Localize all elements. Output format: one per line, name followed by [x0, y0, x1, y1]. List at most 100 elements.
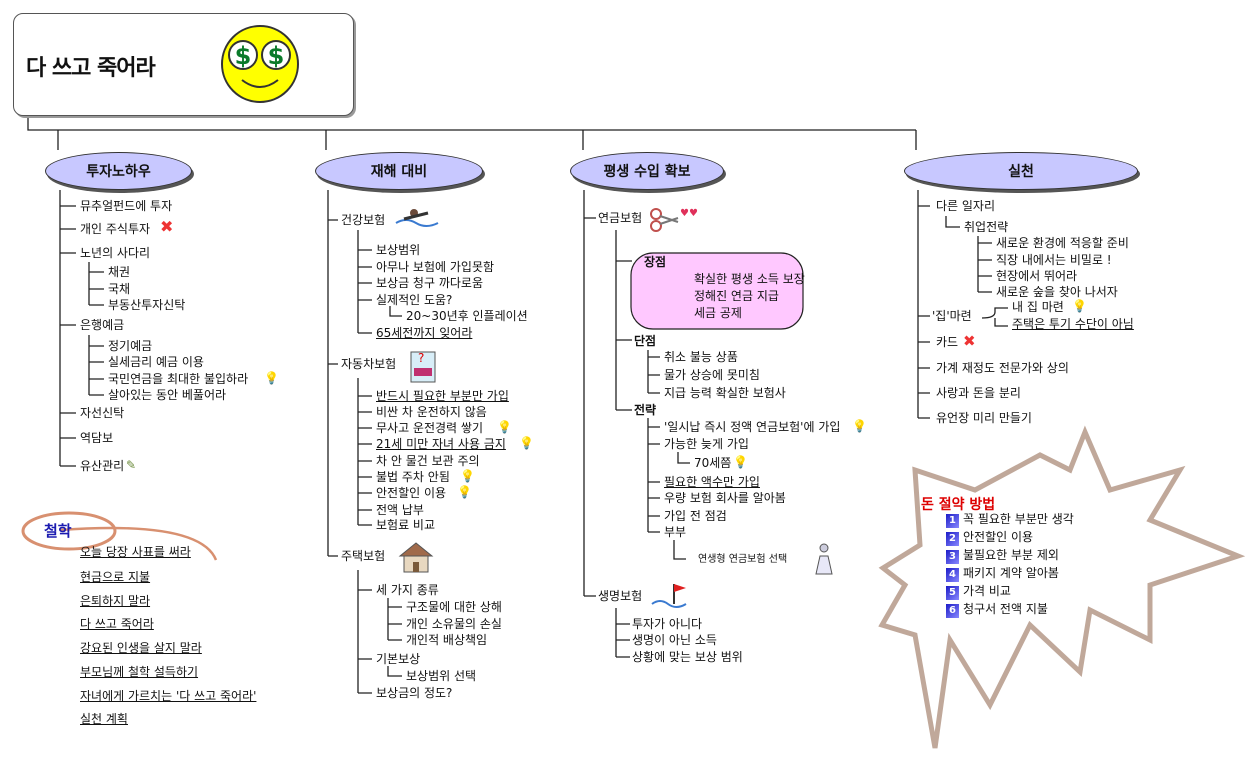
- title-box: [13, 13, 354, 116]
- node-pros: 장점: [644, 255, 667, 269]
- list-item: 21세 미만 자녀 사용 금지: [376, 437, 506, 451]
- node-annuity: 연금보험: [598, 211, 643, 225]
- list-item: 실제적인 도움?: [376, 293, 453, 307]
- list-item: 뮤추얼펀드에 투자: [80, 199, 173, 213]
- node-life: 생명보험: [598, 589, 643, 603]
- list-item: 보상범위: [376, 243, 421, 257]
- list-item: 사랑과 돈을 분리: [936, 386, 1021, 400]
- list-item: 은행예금: [80, 318, 125, 332]
- list-item: 가능한 늦게 가입: [664, 437, 749, 451]
- drowning-flag-icon: [651, 584, 687, 608]
- list-item: 차 안 물건 보관 주의: [376, 454, 480, 468]
- cross-icon: ✖: [160, 217, 174, 236]
- list-item: 카드: [936, 335, 959, 349]
- scissors-hearts-icon: ♥♥: [650, 208, 698, 232]
- list-item: 개인적 배상책임: [406, 633, 488, 647]
- list-item: 보험료 비교: [376, 518, 436, 532]
- car-icon: ?: [410, 351, 436, 383]
- branch-disaster[interactable]: 재해 대비: [315, 152, 483, 190]
- list-item: 상황에 맞는 보상 범위: [632, 650, 743, 664]
- list-item: 비싼 차 운전하지 않음: [376, 405, 487, 419]
- list-item: 살아있는 동안 베풀어라: [108, 388, 227, 402]
- node-house: 주택보험: [341, 549, 386, 563]
- bulb-icon: 💡: [1072, 299, 1087, 313]
- list-item: 연생형 연금보험 선택: [698, 554, 788, 565]
- list-item: 취소 불능 상품: [664, 350, 738, 364]
- philosophy-item: 자녀에게 가르치는 '다 쓰고 죽어라': [80, 689, 257, 703]
- list-item: 지급 능력 확실한 보험사: [664, 386, 786, 400]
- list-item: 무사고 운전경력 쌓기: [376, 421, 483, 435]
- list-item: 유언장 미리 만들기: [936, 411, 1032, 425]
- bulb-icon: 💡: [457, 485, 472, 499]
- branch-practice[interactable]: 실천: [904, 152, 1138, 190]
- list-item: 반드시 필요한 부분만 가입: [376, 389, 509, 403]
- list-item: 구조물에 대한 상해: [406, 600, 502, 614]
- list-item: 부부: [664, 525, 687, 539]
- list-item: '일시납 즉시 정액 연금보험'에 가입: [664, 420, 841, 434]
- svg-text:♥♥: ♥♥: [680, 208, 698, 219]
- philosophy-item: 오늘 당장 사표를 써라: [80, 545, 191, 559]
- list-item: 취업전략: [964, 220, 1009, 234]
- list-item: 보상범위 선택: [406, 669, 477, 683]
- list-item: 부동산투자신탁: [108, 298, 186, 312]
- philosophy-title: 철학: [44, 522, 72, 540]
- list-item: 보상금의 정도?: [376, 686, 453, 700]
- list-item: 개인 주식투자: [80, 222, 151, 236]
- bulb-icon: 💡: [852, 419, 867, 433]
- philosophy-item: 다 쓰고 죽어라: [80, 617, 154, 631]
- bulb-icon: 💡: [460, 469, 475, 483]
- bulb-icon: 💡: [519, 436, 534, 450]
- list-item: 70세쯤: [694, 456, 732, 470]
- list-item: 세 가지 종류: [376, 583, 439, 597]
- philosophy-item: 부모님께 철학 설득하기: [80, 665, 199, 679]
- list-item: 노년의 사다리: [80, 246, 151, 260]
- list-item: 개인 소유물의 손실: [406, 617, 502, 631]
- list-item: 실세금리 예금 이용: [108, 355, 204, 369]
- starburst-shape: [878, 425, 1246, 749]
- list-item: 20~30년후 인플레이션: [406, 309, 528, 323]
- list-item: 생명이 아닌 소득: [632, 633, 717, 647]
- house-icon: [398, 542, 434, 573]
- node-car: 자동차보험: [341, 357, 397, 371]
- list-item: 가계 재정도 전문가와 상의: [936, 361, 1069, 375]
- svg-text:$: $: [268, 42, 285, 70]
- couple-icon: [815, 543, 833, 575]
- list-item: 새로운 숲을 찾아 나서자: [996, 285, 1118, 299]
- node-cons: 단점: [634, 334, 657, 348]
- node-strategy: 전략: [634, 403, 657, 417]
- list-item: 유산관리: [80, 459, 125, 473]
- list-item: 주택은 투기 수단이 아님: [1012, 317, 1134, 331]
- list-item: 확실한 평생 소득 보장: [694, 272, 805, 286]
- branch-invest[interactable]: 투자노하우: [45, 152, 192, 190]
- list-item: '집'마련: [932, 309, 972, 323]
- list-item: 역담보: [80, 431, 114, 445]
- list-item: 세금 공제: [694, 306, 742, 320]
- list-item: 직장 내에서는 비밀로 !: [996, 253, 1112, 267]
- svg-text:$: $: [235, 42, 252, 70]
- philosophy-item: 실천 계획: [80, 712, 128, 726]
- list-item: 기본보상: [376, 652, 421, 666]
- list-item: 자선신탁: [80, 406, 125, 420]
- list-item: 아무나 보험에 가입못함: [376, 260, 495, 274]
- smiley-dollar-icon: $ $: [221, 25, 299, 103]
- list-item: 불법 주차 안됨: [376, 470, 450, 484]
- list-item: 물가 상승에 못미침: [664, 368, 760, 382]
- branch-income[interactable]: 평생 수입 확보: [570, 152, 724, 190]
- list-item: 전액 납부: [376, 503, 424, 517]
- philosophy-item: 현금으로 지불: [80, 570, 151, 584]
- list-item: 투자가 아니다: [632, 617, 703, 631]
- philosophy-item: 은퇴하지 말라: [80, 594, 151, 608]
- memo-icon: ✎: [126, 458, 137, 472]
- philosophy-item: 강요된 인생을 살지 말라: [80, 641, 202, 655]
- swimmer-icon: [395, 209, 439, 227]
- list-item: 국채: [108, 282, 131, 296]
- node-health: 건강보험: [341, 213, 386, 227]
- list-item: 정기예금: [108, 339, 153, 353]
- list-item: 내 집 마련: [1012, 300, 1064, 314]
- list-item: 65세전까지 잊어라: [376, 326, 473, 340]
- list-item: 채권: [108, 265, 131, 279]
